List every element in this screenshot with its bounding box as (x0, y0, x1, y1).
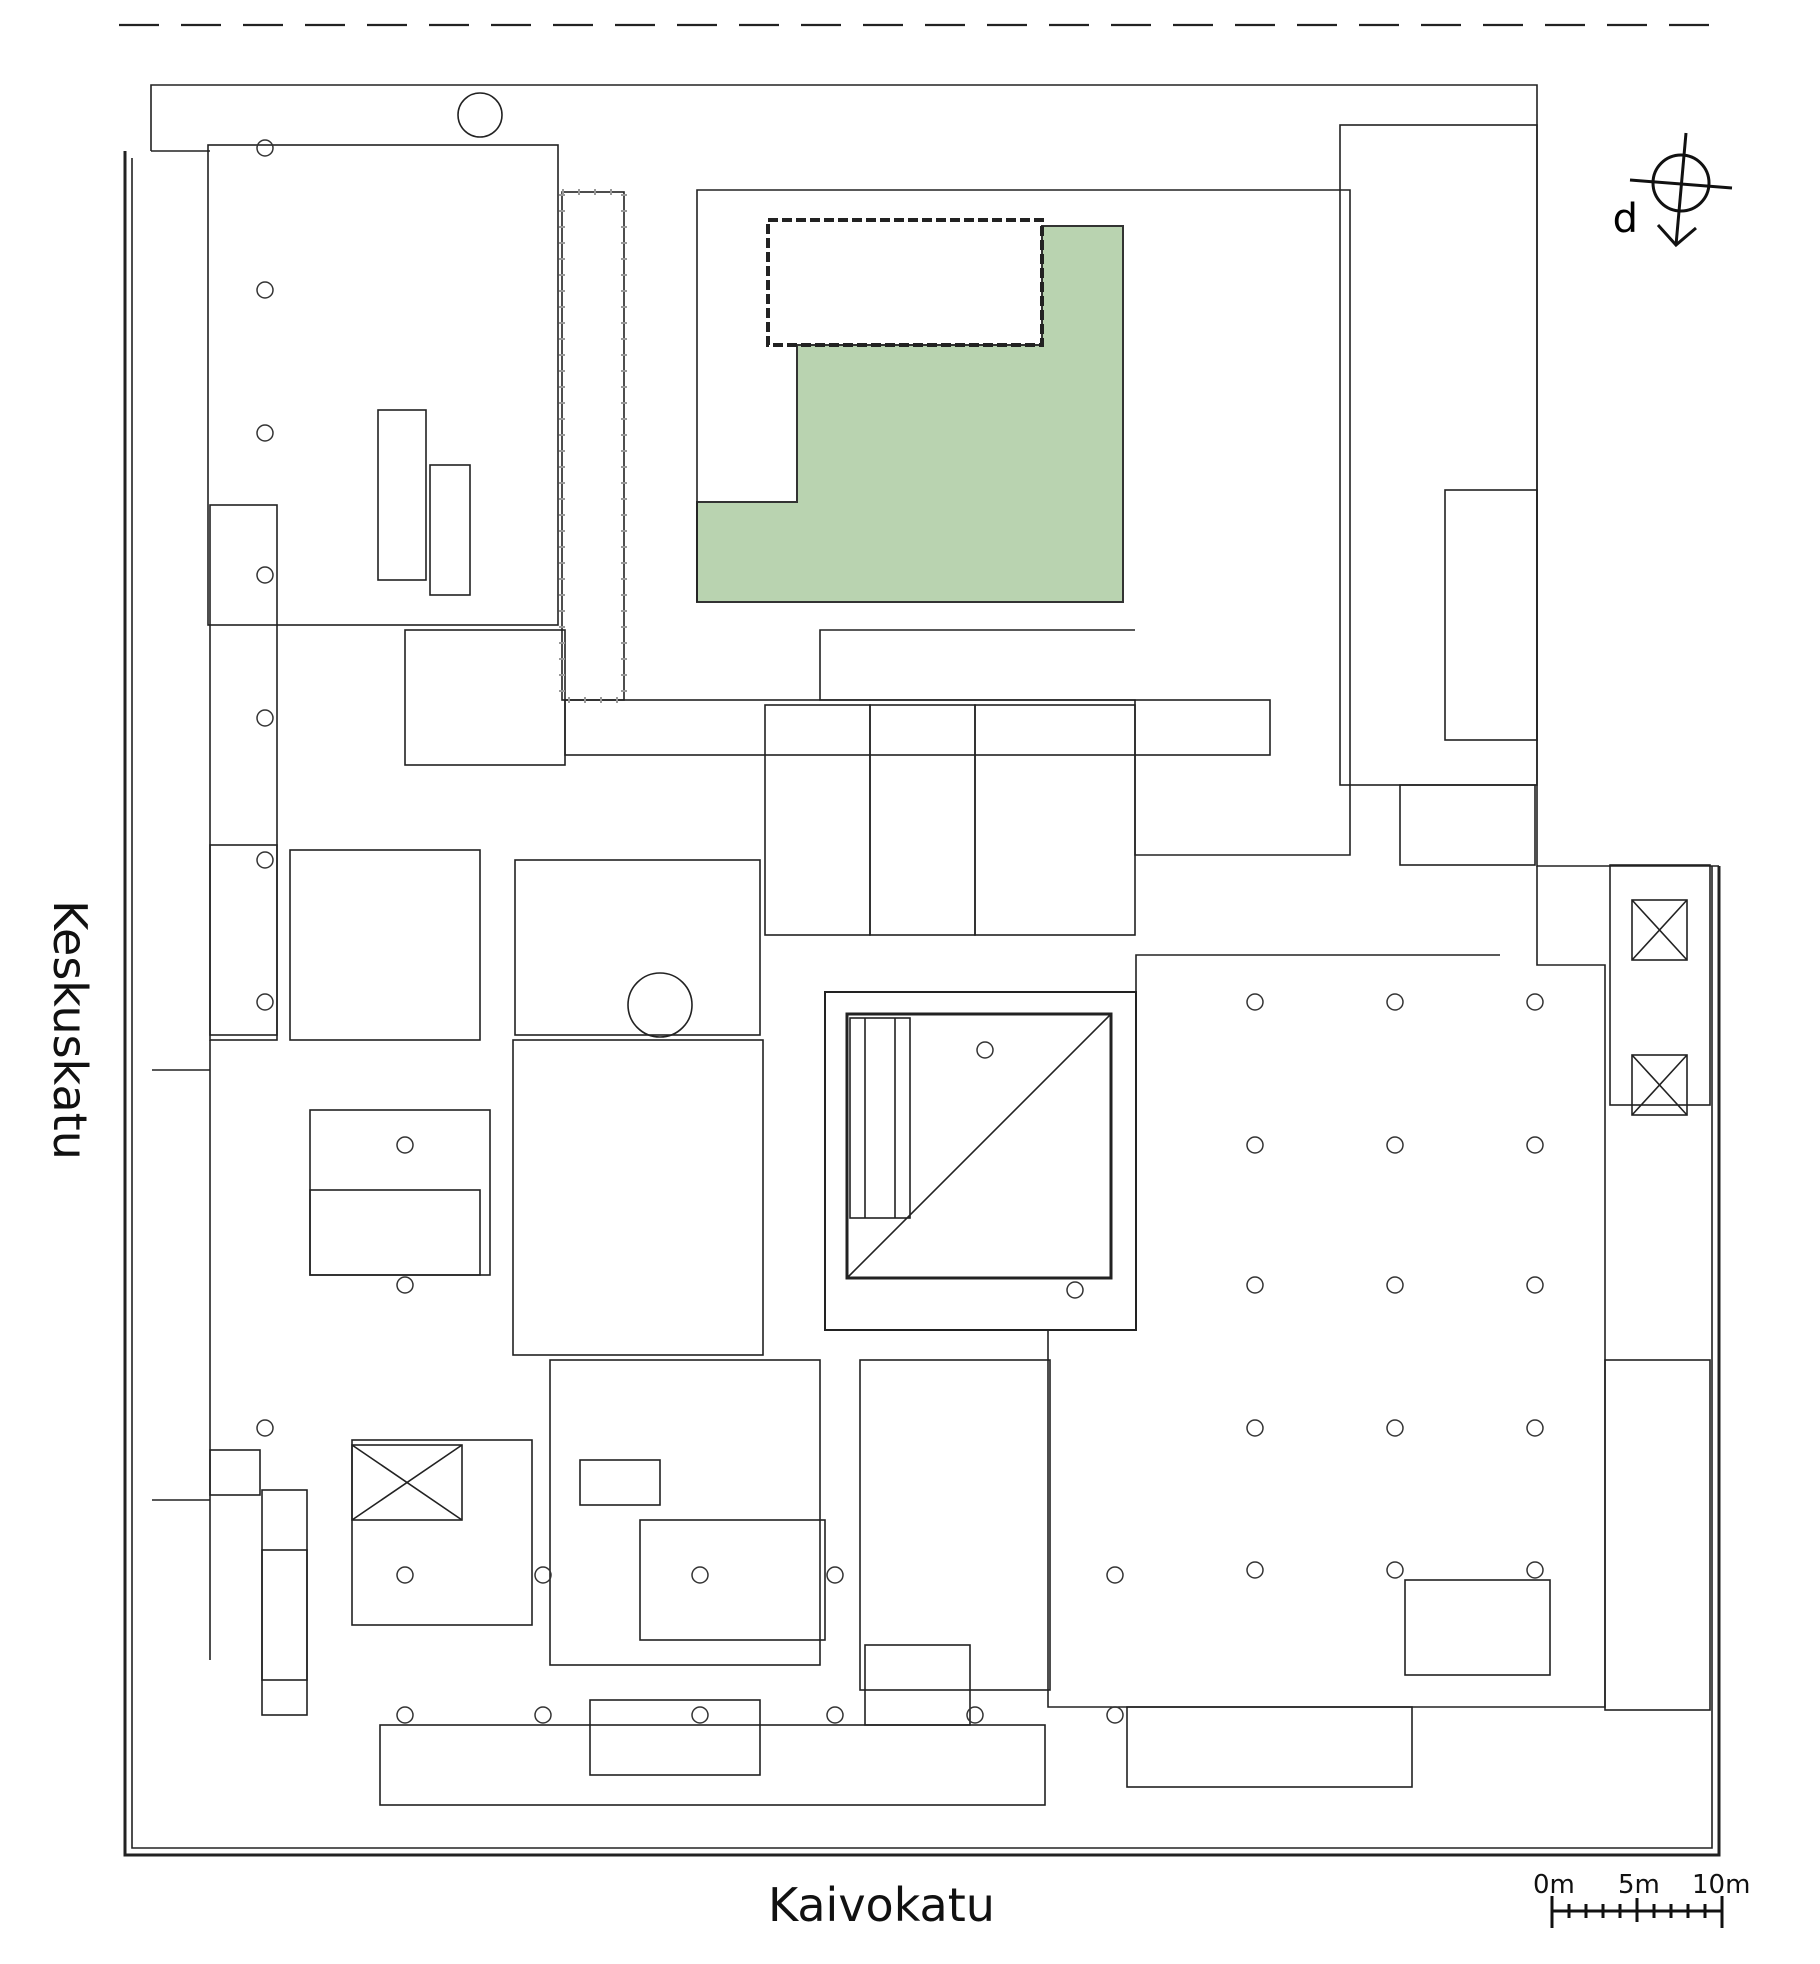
column (256, 139, 274, 157)
column (396, 1136, 414, 1154)
column (1526, 1276, 1544, 1294)
column (1246, 993, 1264, 1011)
scale-label-5: 5m (1618, 1870, 1660, 1900)
column (1246, 1561, 1264, 1579)
column (396, 1706, 414, 1724)
column (691, 1706, 709, 1724)
column (966, 1706, 984, 1724)
column (826, 1566, 844, 1584)
highlighted-space (696, 225, 1124, 603)
column (1526, 993, 1544, 1011)
column (256, 424, 274, 442)
column (256, 993, 274, 1011)
column (396, 1276, 414, 1294)
column (826, 1706, 844, 1724)
north-arrow-icon (1629, 132, 1733, 248)
street-label-bottom: Kaivokatu (768, 1878, 995, 1932)
column (1386, 1276, 1404, 1294)
street-label-left: Keskuskatu (43, 900, 97, 1160)
column (534, 1706, 552, 1724)
column (1246, 1419, 1264, 1437)
column (256, 709, 274, 727)
north-label: p (1613, 200, 1638, 246)
column (1386, 1136, 1404, 1154)
column (1386, 1561, 1404, 1579)
column (1246, 1136, 1264, 1154)
scale-bar (1550, 1896, 1724, 1928)
scale-label-10: 10m (1692, 1870, 1751, 1900)
column (256, 566, 274, 584)
column (1386, 993, 1404, 1011)
column (256, 851, 274, 869)
column (534, 1566, 552, 1584)
column (1526, 1419, 1544, 1437)
column (1106, 1566, 1124, 1584)
column (691, 1566, 709, 1584)
column (1106, 1706, 1124, 1724)
column (256, 281, 274, 299)
column (1246, 1276, 1264, 1294)
column (1066, 1281, 1084, 1299)
scale-label-0: 0m (1533, 1870, 1575, 1900)
outer-wall (123, 151, 1721, 1857)
column (1526, 1136, 1544, 1154)
column (396, 1566, 414, 1584)
column (256, 1419, 274, 1437)
column (1386, 1419, 1404, 1437)
column (976, 1041, 994, 1059)
column (1526, 1561, 1544, 1579)
